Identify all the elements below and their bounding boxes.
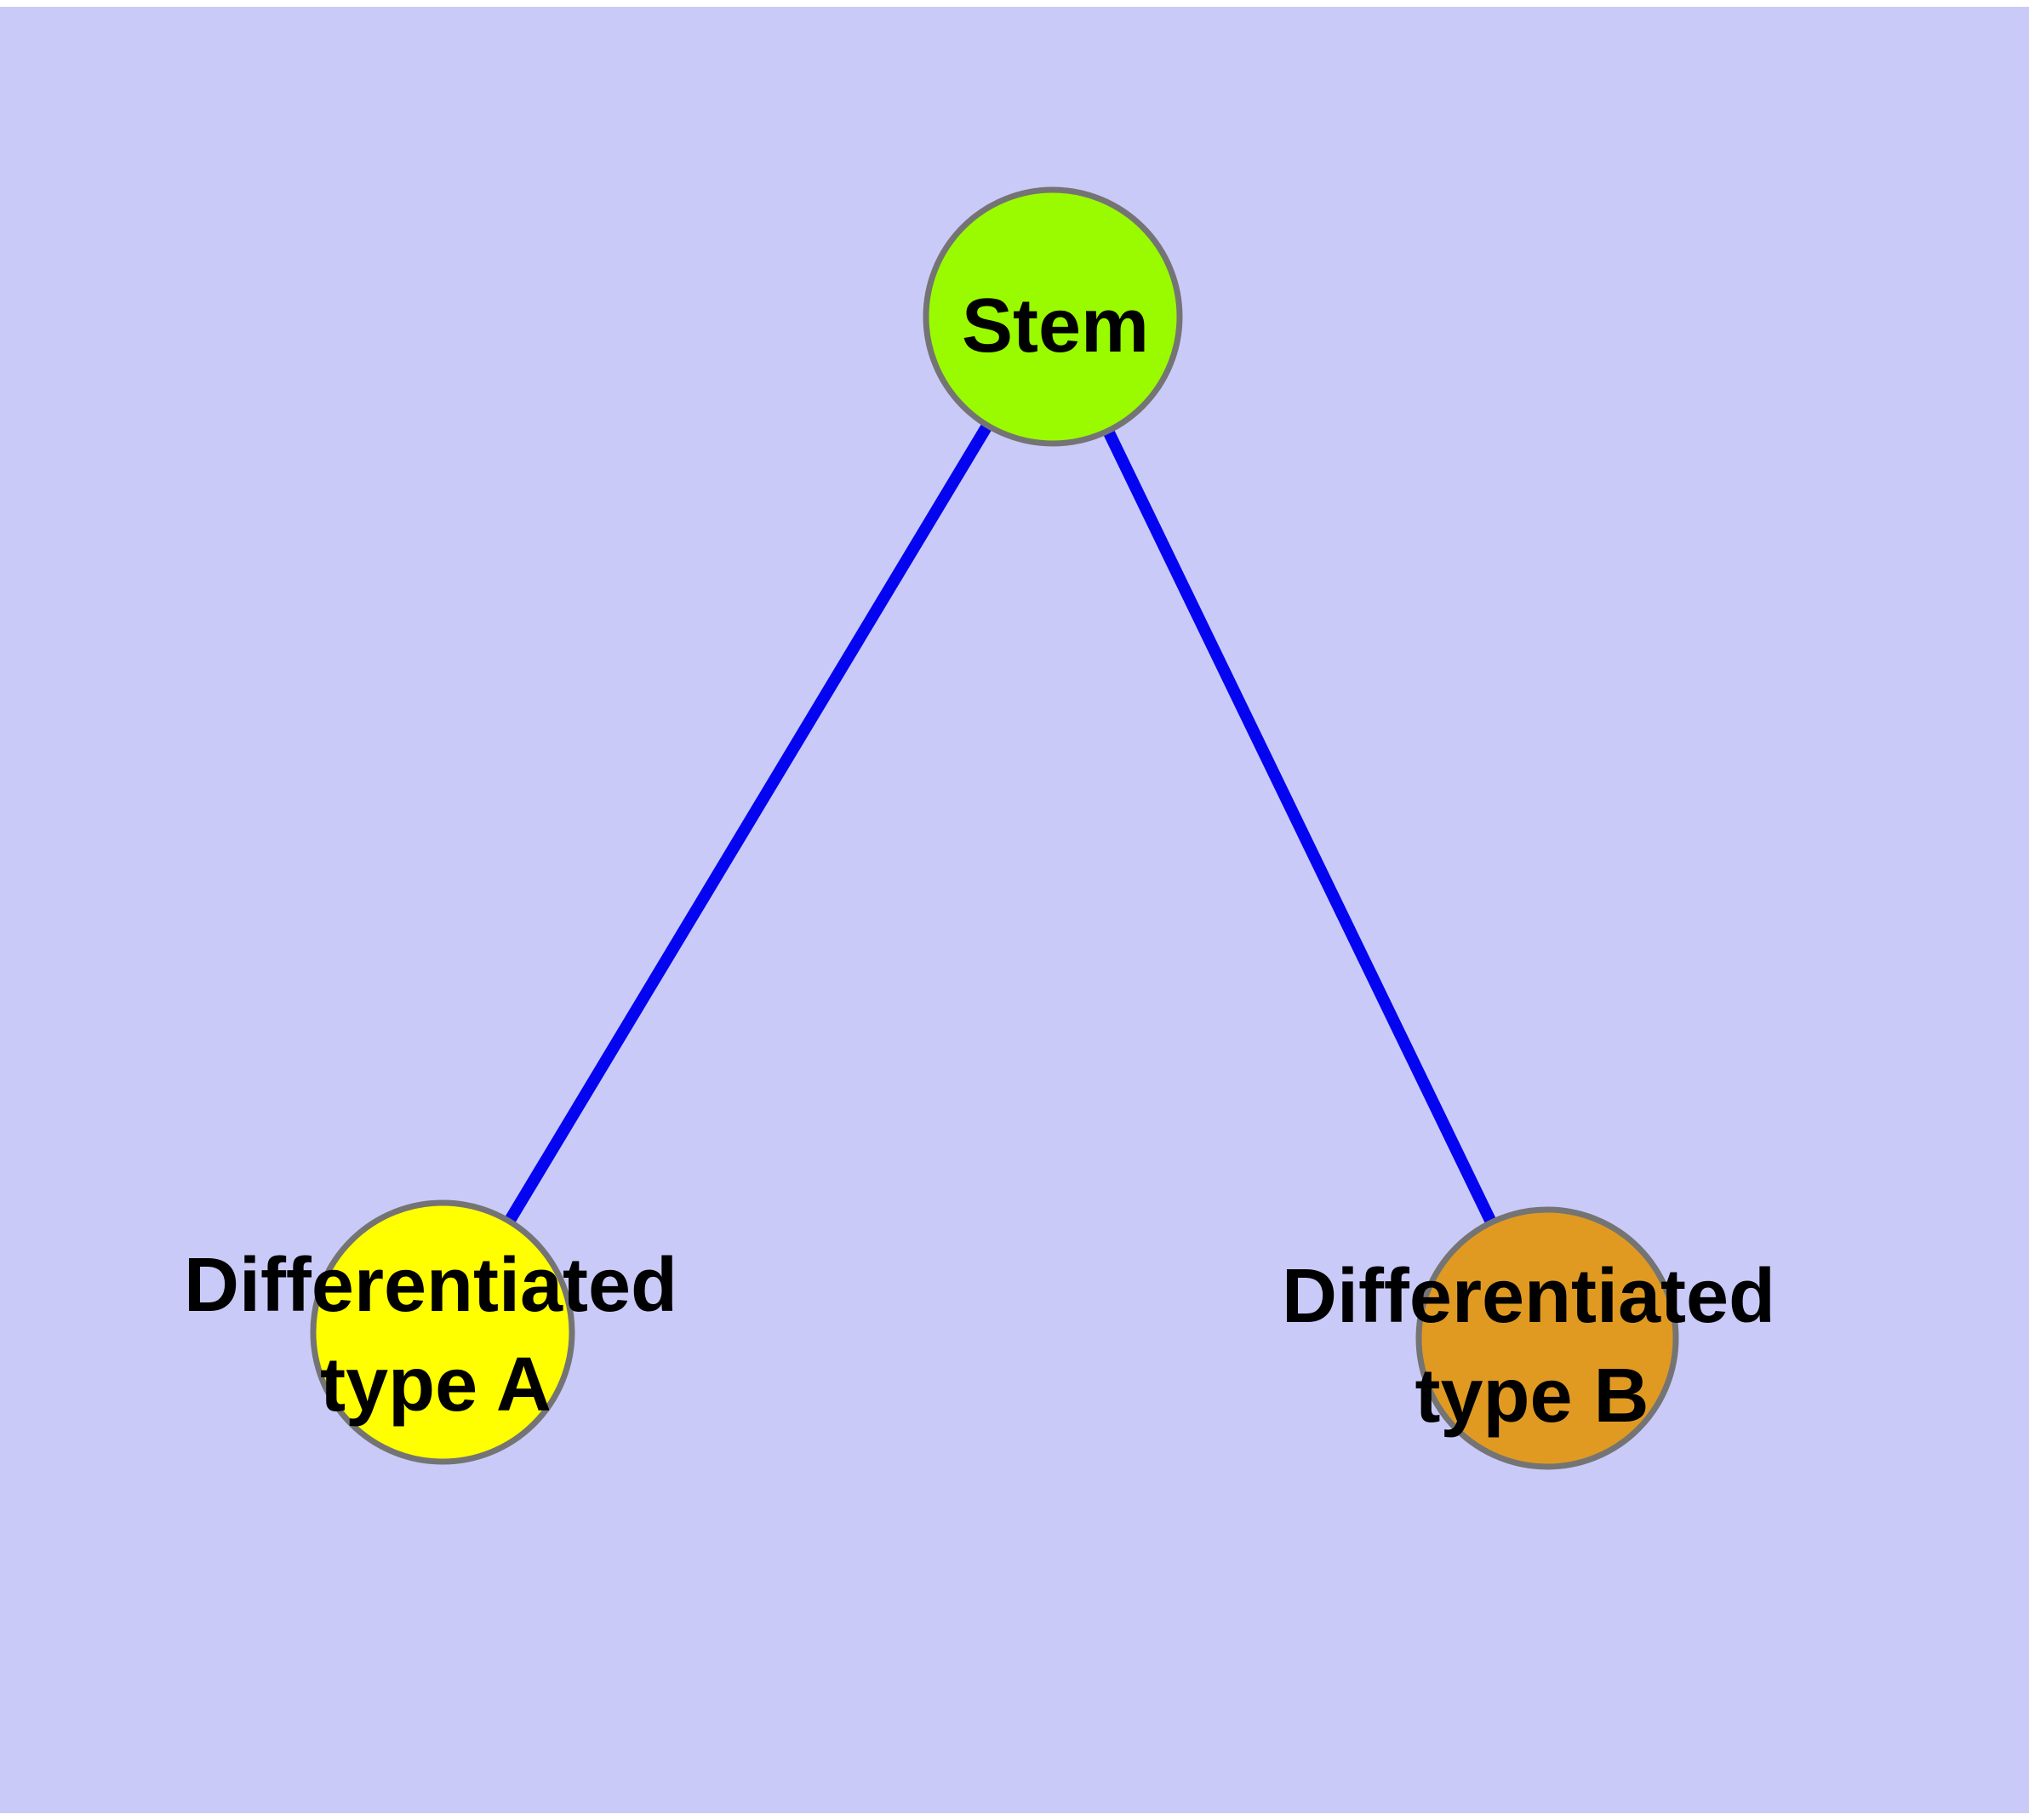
node-type-b xyxy=(1415,1206,1679,1470)
node-type-a xyxy=(310,1199,575,1465)
edge-stem-to-type-a xyxy=(437,313,1058,1336)
node-type-a-label-line2: type A xyxy=(320,1342,552,1428)
node-stem-label: Stem xyxy=(962,283,1149,369)
edge-stem-to-type-b xyxy=(1047,313,1553,1342)
node-type-a-label-line1: Differentiated xyxy=(184,1243,677,1328)
node-stem xyxy=(923,186,1183,447)
node-type-b-label-line2: type B xyxy=(1415,1354,1649,1439)
node-type-b-label-line1: Differentiated xyxy=(1282,1254,1775,1339)
